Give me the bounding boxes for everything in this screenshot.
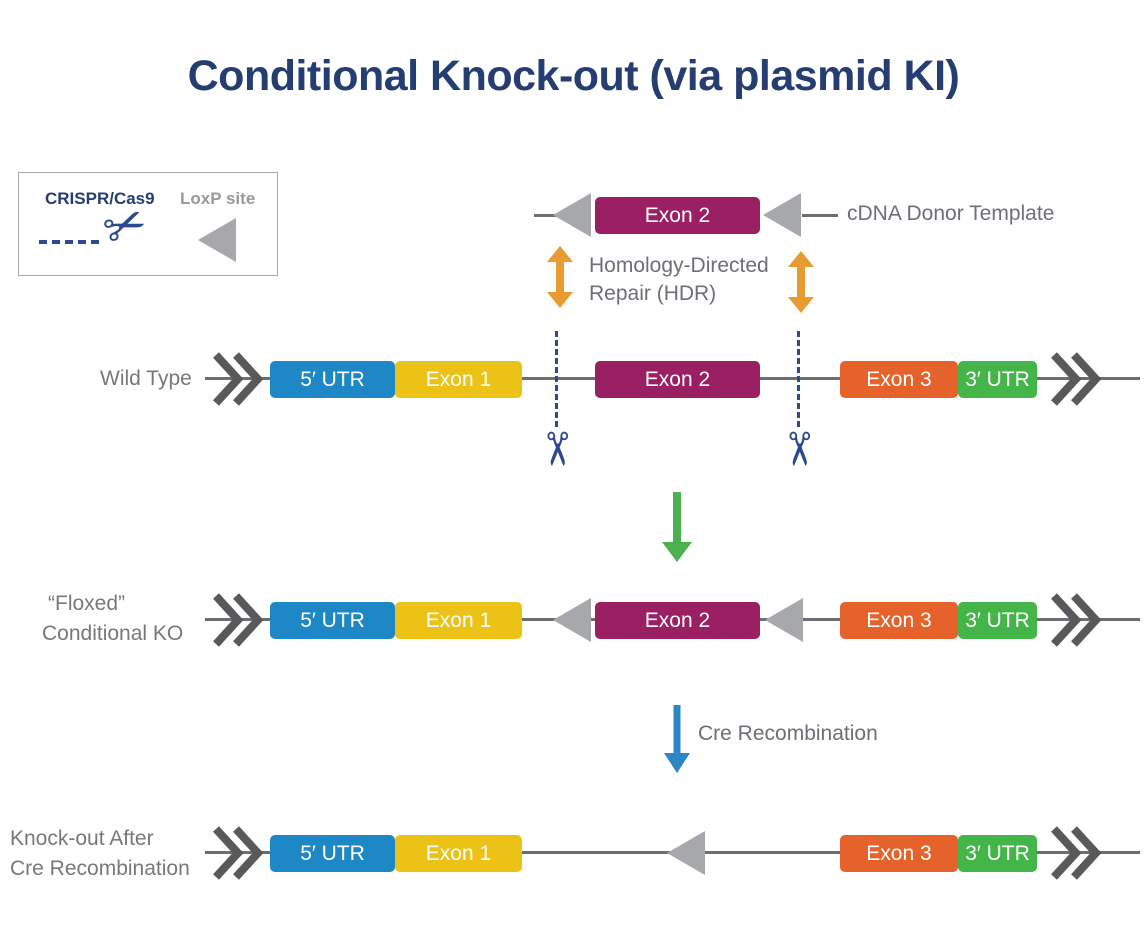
donor-line-right — [802, 213, 838, 217]
hdr-double-arrow-icon — [547, 246, 573, 308]
page-title: Conditional Knock-out (via plasmid KI) — [187, 52, 960, 100]
scissors-icon: ✂ — [773, 429, 825, 469]
chevron-right-icon — [1051, 352, 1102, 406]
floxed-label-line1: “Floxed” — [48, 592, 126, 615]
loxp-triangle-icon — [198, 218, 236, 262]
chevron-right-icon — [213, 826, 264, 880]
down-arrow-icon — [664, 705, 690, 773]
floxed-exon2-box: Exon 2 — [595, 602, 760, 639]
cut-dashed-line — [555, 331, 558, 427]
loxp-triangle-icon — [667, 831, 705, 875]
cre-recombination-label: Cre Recombination — [698, 722, 878, 745]
donor-exon2-box: Exon 2 — [595, 197, 760, 234]
wild-type-exon3-box: Exon 3 — [840, 361, 958, 398]
loxp-triangle-icon — [553, 598, 591, 642]
legend-box: CRISPR/Cas9 LoxP site ✂ — [18, 172, 278, 276]
donor-template-label: cDNA Donor Template — [847, 202, 1055, 225]
floxed-label-line2: Conditional KO — [42, 622, 184, 645]
loxp-triangle-icon — [553, 193, 591, 237]
legend-loxp-label: LoxP site — [180, 189, 256, 208]
knockout-exon3-box: Exon 3 — [840, 835, 958, 872]
floxed-exon3-box: Exon 3 — [840, 602, 958, 639]
wild-type-5utr-box: 5′ UTR — [270, 361, 395, 398]
floxed-3utr-box: 3′ UTR — [958, 602, 1037, 639]
hdr-label-line2: Repair (HDR) — [589, 282, 717, 305]
chevron-right-icon — [1051, 826, 1102, 880]
wild-type-exon1-box: Exon 1 — [395, 361, 522, 398]
knockout-exon1-box: Exon 1 — [395, 835, 522, 872]
knockout-3utr-box: 3′ UTR — [958, 835, 1037, 872]
down-arrow-icon — [662, 492, 692, 562]
loxp-triangle-icon — [763, 193, 801, 237]
loxp-triangle-icon — [765, 598, 803, 642]
knockout-label-line1: Knock-out After — [10, 827, 154, 850]
hdr-double-arrow-icon — [788, 251, 814, 313]
wild-type-exon2-box: Exon 2 — [595, 361, 760, 398]
crispr-cut-dash-line — [39, 240, 99, 244]
scissors-icon: ✂ — [531, 429, 583, 469]
chevron-right-icon — [213, 352, 264, 406]
donor-line-left — [534, 213, 556, 217]
knockout-label-line2: Cre Recombination — [10, 857, 190, 880]
wild-type-3utr-box: 3′ UTR — [958, 361, 1037, 398]
legend-crispr-label: CRISPR/Cas9 — [45, 189, 155, 208]
floxed-exon1-box: Exon 1 — [395, 602, 522, 639]
floxed-5utr-box: 5′ UTR — [270, 602, 395, 639]
cut-dashed-line — [797, 331, 800, 427]
chevron-right-icon — [1051, 593, 1102, 647]
chevron-right-icon — [213, 593, 264, 647]
knockout-5utr-box: 5′ UTR — [270, 835, 395, 872]
hdr-label-line1: Homology-Directed — [589, 254, 769, 277]
wild-type-label: Wild Type — [100, 367, 192, 390]
